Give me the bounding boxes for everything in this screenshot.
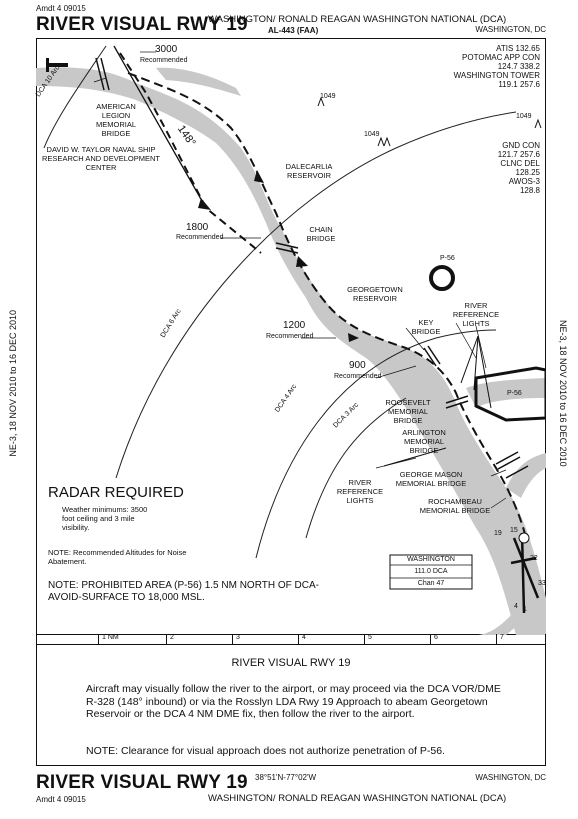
chart-id: AL-443 (FAA) [268, 26, 319, 35]
alt-900: 900 [349, 360, 366, 371]
chain-bridge-label: CHAIN BRIDGE [306, 225, 336, 243]
footer-airport: WASHINGTON/ RONALD REAGAN WASHINGTON NAT… [208, 793, 507, 804]
runway-22-label: 22 [530, 555, 538, 562]
scale-tick-3: 3 [232, 634, 240, 644]
freq-ground-label: GND CON [502, 141, 540, 150]
freq-ground: 121.7 257.6 [497, 150, 540, 159]
runway-19-label: 19 [494, 530, 502, 537]
freq-clnc: 128.25 [515, 168, 540, 177]
scale-ticks: 1 NM 2 3 4 5 6 7 [36, 634, 546, 645]
procedure-title: RIVER VISUAL RWY 19 [36, 14, 248, 35]
american-legion-bridge-label: AMERICAN LEGION MEMORIAL BRIDGE [95, 102, 136, 138]
recommended-900: Recommended [334, 373, 382, 380]
vor-channel: Chan 47 [417, 580, 445, 587]
dalecarlia-label: DALECARLIA RESERVOIR [285, 162, 333, 180]
freq-atis: ATIS 132.65 [496, 44, 540, 53]
vor-frequency: 111.0 DCA [414, 568, 448, 575]
freq-awos: 128.8 [519, 186, 540, 195]
river-route [127, 72, 527, 539]
freq-approach: 124.7 338.2 [497, 62, 540, 71]
city-label: WASHINGTON, DC [475, 25, 546, 34]
arlington-bridge-label: ARLINGTON MEMORIAL BRIDGE [402, 428, 446, 455]
scale-tick-4: 4 [298, 634, 306, 644]
alt-3000: 3000 [155, 44, 178, 55]
freq-awos-label: AWOS-3 [508, 177, 540, 186]
obstacle-1049-a: 1049 [320, 93, 336, 100]
dca-3-arc [305, 397, 407, 539]
freq-clnc-label: CLNC DEL [500, 159, 540, 168]
river-reference-lights-2-label: RIVER REFERENCE LIGHTS [336, 478, 384, 505]
footer-amendment: Amdt 4 09015 [36, 795, 86, 804]
weather-minimums: Weather minimums: 3500 foot ceiling and … [62, 505, 148, 532]
roosevelt-bridge-label: ROOSEVELT MEMORIAL BRIDGE [385, 398, 431, 425]
george-mason-bridge-label: GEORGE MASON MEMORIAL BRIDGE [395, 470, 467, 488]
scale-tick-6: 6 [430, 634, 438, 644]
amendment-label: Amdt 4 09015 [36, 4, 86, 13]
freq-tower: 119.1 257.6 [498, 80, 540, 89]
right-side-date: NE-3, 18 NOV 2010 to 16 DEC 2010 [558, 320, 568, 467]
procedure-text-paragraph: Aircraft may visually follow the river t… [86, 683, 501, 720]
alt-1200: 1200 [283, 320, 306, 331]
runway-33-label: 33 [538, 580, 546, 587]
footer-procedure-title: RIVER VISUAL RWY 19 [36, 772, 248, 793]
p56-area [474, 366, 546, 422]
scale-tick-7: 7 [496, 634, 504, 644]
recommended-1800: Recommended [176, 234, 224, 241]
map-graphic [36, 45, 546, 635]
recommended-3000: Recommended [140, 57, 188, 64]
procedure-text-box [36, 645, 546, 766]
p56-label: P-56 [440, 255, 455, 262]
obstacle-1049-b: 1049 [364, 131, 380, 138]
procedure-text-title: RIVER VISUAL RWY 19 [231, 657, 351, 669]
runway-1-label: 1 [523, 606, 527, 613]
left-side-date: NE-3, 18 NOV 2010 to 16 DEC 2010 [8, 310, 18, 457]
ground-frequency-block: GND CON 121.7 257.6 CLNC DEL 128.25 AWOS… [420, 141, 540, 195]
scale-bar [36, 634, 546, 645]
runway-4-label: 4 [514, 603, 518, 610]
alt-1800: 1800 [186, 222, 209, 233]
runway-15-label: 15 [510, 527, 518, 534]
radar-required: RADAR REQUIRED [48, 484, 184, 501]
georgetown-reservoir-label: GEORGETOWN RESERVOIR [347, 285, 403, 303]
scale-tick-2: 2 [166, 634, 174, 644]
scale-tick-5: 5 [364, 634, 372, 644]
freq-tower-label: WASHINGTON TOWER [453, 71, 540, 80]
freq-approach-label: POTOMAC APP CON [462, 53, 540, 62]
david-taylor-label: DAVID W. TAYLOR NAVAL SHIP RESEARCH AND … [42, 145, 160, 172]
map-frame [36, 38, 546, 635]
scale-tick-1: 1 NM [98, 634, 119, 644]
frequency-block: ATIS 132.65 POTOMAC APP CON 124.7 338.2 … [420, 44, 540, 89]
footer-coordinates: 38°51'N-77°02'W [255, 773, 317, 782]
recommended-1200: Recommended [266, 333, 314, 340]
footer-city: WASHINGTON, DC [475, 773, 546, 782]
note-prohibited: NOTE: PROHIBITED AREA (P-56) 1.5 NM NORT… [48, 580, 319, 603]
rochambeau-bridge-label: ROCHAMBEAU MEMORIAL BRIDGE [419, 497, 491, 515]
p56-area-label: P-56 [507, 390, 522, 397]
course-148 [119, 52, 262, 254]
note-altitudes: NOTE: Recommended Altitudes for Noise Ab… [48, 548, 187, 566]
procedure-text-note: NOTE: Clearance for visual approach does… [86, 745, 445, 757]
dca-10-arc [43, 45, 107, 149]
vor-name: WASHINGTON [407, 556, 455, 563]
dca-6-arc [115, 111, 517, 479]
obstacle-1049-c: 1049 [516, 113, 532, 120]
dca-4-arc [255, 329, 497, 559]
key-bridge-label: KEY BRIDGE [411, 318, 441, 336]
river-reference-lights-label: RIVER REFERENCE LIGHTS [452, 301, 500, 328]
airport-name: WASHINGTON/ RONALD REAGAN WASHINGTON NAT… [208, 14, 507, 25]
